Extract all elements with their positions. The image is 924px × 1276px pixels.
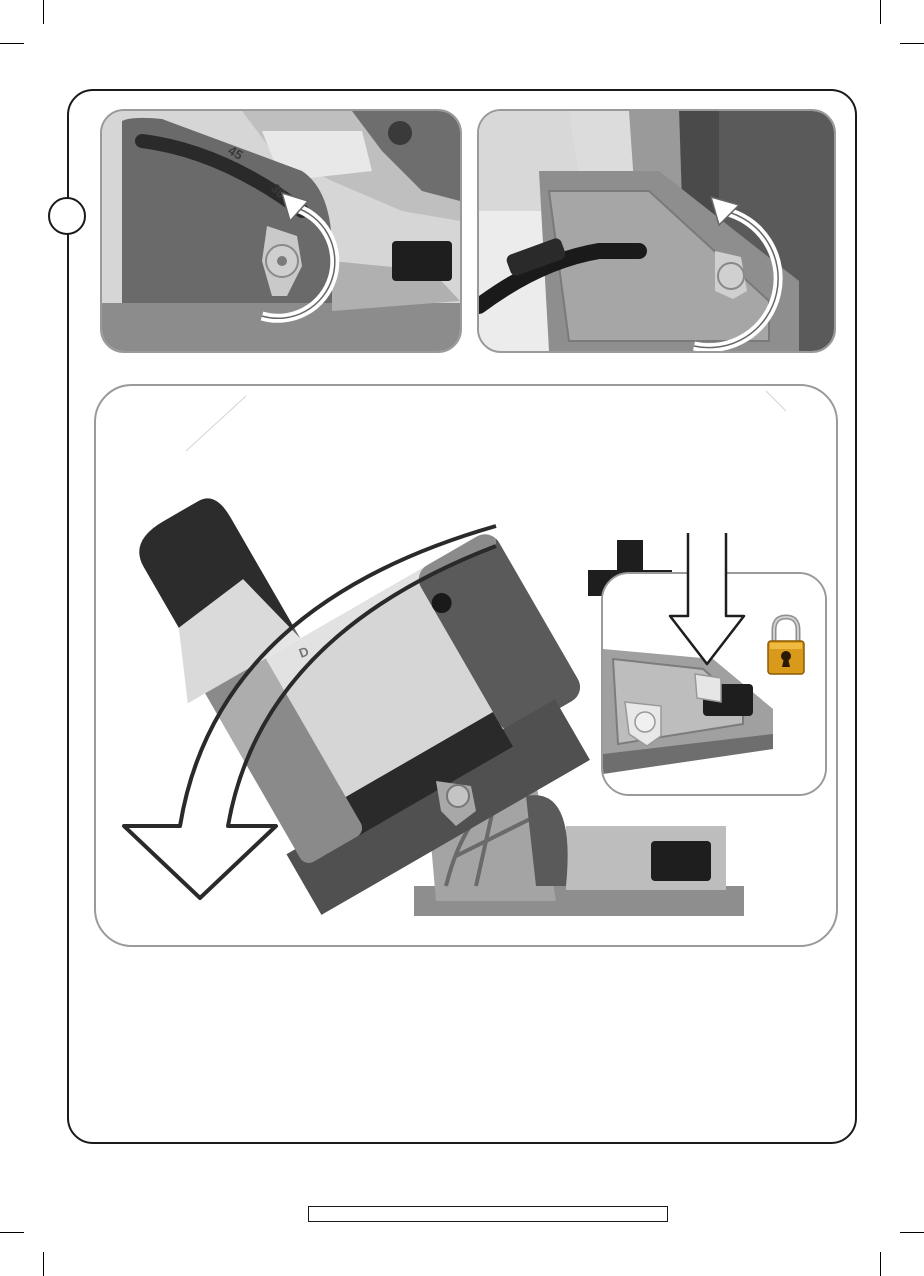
footer-box [308,1206,668,1222]
down-arrow-icon [668,533,746,668]
photo-bevel-knob-front: 45 30 [100,109,462,353]
padlock-icon [766,614,806,676]
base-block [392,241,452,281]
crop-mark [880,1252,881,1276]
crop-mark [900,43,924,44]
step-circle-tab [48,197,86,235]
inset-rear-knob [695,674,721,702]
crop-mark [0,1232,24,1233]
crop-mark [43,0,44,24]
crop-mark [0,43,24,44]
crop-mark [880,0,881,24]
photo-bevel-knob-rear [477,109,836,353]
crop-mark [43,1252,44,1276]
crop-mark [900,1232,924,1233]
